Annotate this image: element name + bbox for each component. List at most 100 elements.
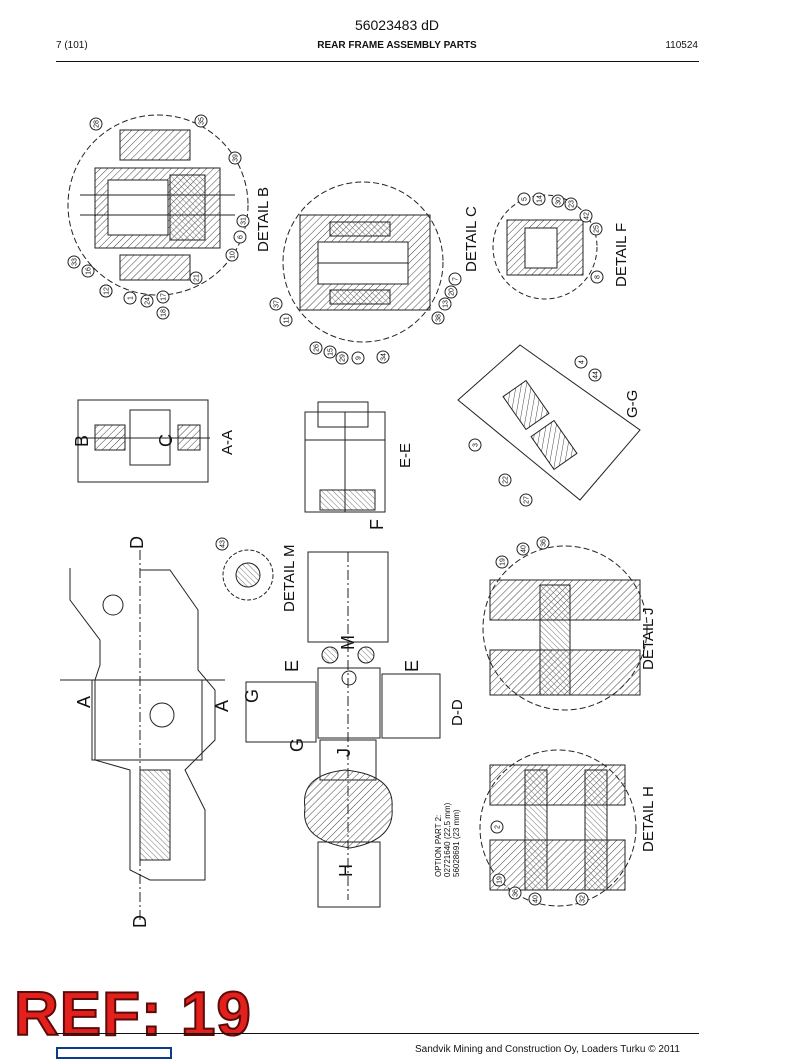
- balloon-label: 28: [94, 120, 101, 128]
- option-note-line2: 02721640 (22,5 mm): [443, 802, 452, 877]
- balloon-marker: [551, 194, 565, 208]
- logo: [56, 1047, 172, 1059]
- balloon-marker: [498, 473, 512, 487]
- balloon-marker: [236, 214, 250, 228]
- balloon-marker: [438, 297, 452, 311]
- balloon-marker: [528, 892, 542, 906]
- balloon-label: 8: [595, 275, 602, 279]
- balloon-marker: [448, 272, 462, 286]
- balloon-marker: [269, 297, 283, 311]
- balloon-label: 39: [233, 154, 240, 162]
- balloon-marker: [376, 350, 390, 364]
- section-aa-view: [77, 399, 210, 483]
- balloon-label: 44: [593, 371, 600, 379]
- balloon-marker: [335, 351, 349, 365]
- balloon-label: 25: [594, 225, 601, 233]
- balloon-marker: [589, 222, 603, 236]
- balloon-label: 9: [356, 356, 363, 360]
- view-letter-d-top: D: [127, 536, 147, 549]
- detail-f-view: [492, 194, 598, 300]
- view-letter-b: B: [72, 435, 92, 447]
- section-aa-label: A-A: [219, 430, 236, 455]
- detail-f-label: DETAIL F: [613, 223, 630, 287]
- balloon-label: 5: [522, 197, 529, 201]
- balloon-label: 33: [72, 258, 79, 266]
- balloon-label: 34: [381, 353, 388, 361]
- view-letter-e-left: E: [282, 660, 302, 672]
- balloon-marker: [575, 892, 589, 906]
- balloon-label: 10: [230, 251, 237, 259]
- detail-j-view: [482, 545, 648, 711]
- detail-j-label: DETAIL J: [640, 607, 657, 670]
- balloon-label: 36: [541, 539, 548, 547]
- plan-view: [245, 551, 441, 908]
- balloon-marker: [309, 341, 323, 355]
- balloon-marker: [536, 536, 550, 550]
- option-note-line1: OPTION PART 2:: [434, 815, 443, 877]
- view-letter-a-left: A: [74, 696, 94, 708]
- reference-stamp: REF: 19: [13, 980, 252, 1049]
- view-letter-d-bottom: D: [130, 915, 150, 928]
- balloon-label: 11: [284, 316, 291, 323]
- balloon-label: 7: [453, 277, 460, 281]
- section-gg-label: G-G: [624, 390, 641, 418]
- balloon-label: 1: [128, 296, 135, 300]
- balloon-marker: [225, 248, 239, 262]
- balloon-label: 15: [328, 348, 335, 356]
- section-ee-view: [304, 401, 386, 513]
- balloon-marker: [189, 271, 203, 285]
- balloon-marker: [508, 886, 522, 900]
- balloon-label: 40: [521, 545, 528, 553]
- detail-h-label: DETAIL H: [640, 786, 657, 852]
- balloon-label: 19: [497, 876, 504, 884]
- balloon-label: 37: [274, 300, 281, 308]
- balloon-label: 2: [495, 825, 502, 829]
- balloon-marker: [89, 117, 103, 131]
- balloon-label: 29: [340, 354, 347, 362]
- detail-m-view: [222, 549, 274, 601]
- balloon-marker: [351, 351, 365, 365]
- footer-text: Sandvik Mining and Construction Oy, Load…: [415, 1044, 680, 1055]
- balloon-label: 43: [220, 540, 227, 548]
- balloon-marker: [156, 290, 170, 304]
- balloon-marker: [516, 542, 530, 556]
- balloon-marker: [323, 345, 337, 359]
- balloon-label: 31: [241, 217, 248, 225]
- section-gg-view: [457, 344, 641, 501]
- balloon-marker: [123, 291, 137, 305]
- balloon-marker: [588, 368, 602, 382]
- balloon-label: 12: [104, 287, 111, 295]
- page-number: 7 (101): [56, 40, 88, 51]
- option-note-line3: 56028691 (23 mm): [452, 809, 461, 877]
- balloon-label: 4: [579, 360, 586, 364]
- balloon-marker: [233, 230, 247, 244]
- revision-code: 110524: [665, 40, 698, 51]
- balloon-label: 30: [556, 197, 563, 205]
- view-letter-j: J: [334, 748, 354, 757]
- detail-h-view: [479, 749, 637, 907]
- balloon-marker: [495, 555, 509, 569]
- view-letter-e-right: E: [402, 660, 422, 672]
- balloon-label: 20: [449, 288, 456, 296]
- view-letter-h: H: [336, 864, 356, 877]
- balloon-label: 32: [580, 895, 587, 903]
- section-ee-label: E-E: [397, 443, 414, 468]
- balloon-marker: [140, 294, 154, 308]
- balloon-label: 26: [314, 344, 321, 352]
- balloon-marker: [431, 311, 445, 325]
- footer-rule: [56, 1033, 699, 1034]
- balloon-label: 18: [161, 309, 168, 317]
- balloon-label: 19: [500, 558, 507, 566]
- balloon-label: 38: [436, 314, 443, 322]
- balloon-marker: [517, 192, 531, 206]
- balloon-marker: [156, 306, 170, 320]
- balloon-marker: [574, 355, 588, 369]
- balloon-marker: [67, 255, 81, 269]
- balloon-label: 3: [473, 443, 480, 447]
- balloon-marker: [444, 285, 458, 299]
- balloon-marker: [228, 151, 242, 165]
- side-elevation-view: [60, 550, 225, 920]
- page-title: REAR FRAME ASSEMBLY PARTS: [317, 40, 477, 51]
- view-letter-a-right: A: [212, 700, 232, 712]
- balloon-label: 14: [537, 195, 544, 203]
